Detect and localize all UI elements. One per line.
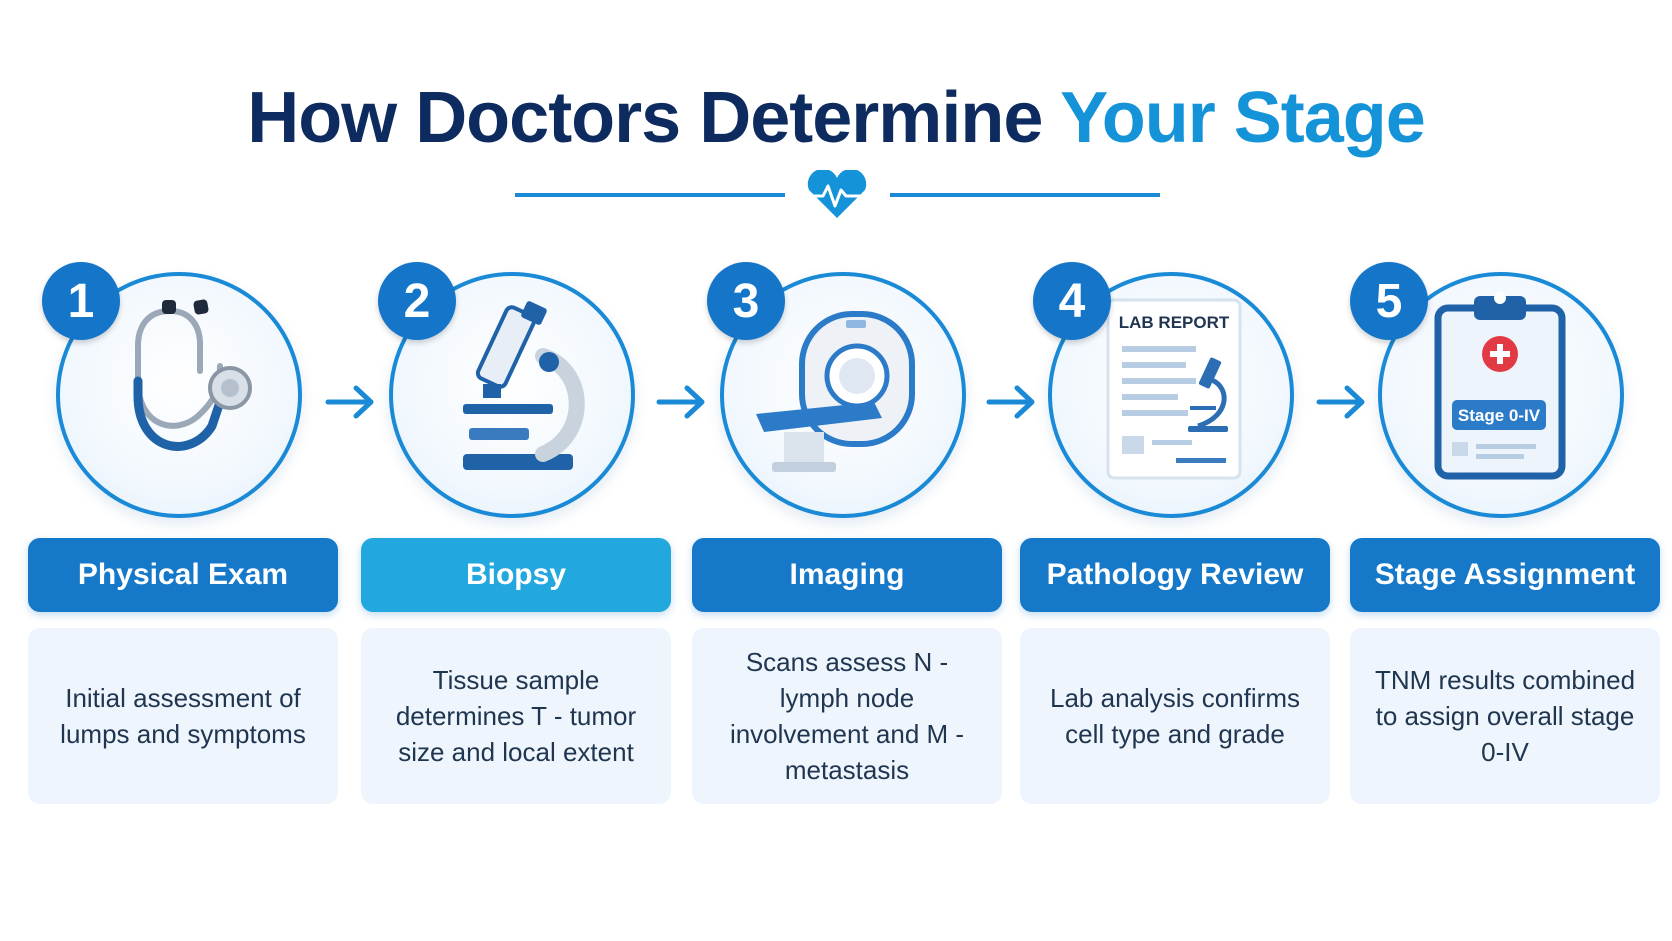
- step-5-number: 5: [1350, 262, 1428, 340]
- arrow-right-icon: [986, 385, 1035, 419]
- ct-scanner-icon: [756, 311, 915, 472]
- step-5-description: TNM results combined to assign overall s…: [1350, 628, 1660, 804]
- step-1-number: 1: [42, 262, 120, 340]
- step-5-label[interactable]: Stage Assignment: [1350, 538, 1660, 612]
- step-4-label[interactable]: Pathology Review: [1020, 538, 1330, 612]
- arrow-right-icon: [656, 385, 705, 419]
- step-4-circle: LAB REPORT: [1048, 272, 1294, 518]
- title-divider: [515, 170, 1160, 218]
- page-title: How Doctors Determine Your Stage: [0, 70, 1672, 166]
- step-biopsy: 2 Biopsy Tissue sample determines T - tu…: [361, 0, 671, 941]
- step-pathology-review: LAB REPORT 4 Pathology Review Lab analys…: [1020, 0, 1330, 941]
- step-physical-exam: 1 Physical Exam Initial assessment of lu…: [28, 0, 338, 941]
- step-2-description: Tissue sample determines T - tumor size …: [361, 628, 671, 804]
- step-4-number: 4: [1033, 262, 1111, 340]
- step-3-description: Scans assess N - lymph node involvement …: [692, 628, 1002, 804]
- step-2-number: 2: [378, 262, 456, 340]
- stage-badge-text: Stage 0-IV: [1458, 406, 1541, 425]
- step-3-number: 3: [707, 262, 785, 340]
- step-1-label[interactable]: Physical Exam: [28, 538, 338, 612]
- microscope-icon: [463, 301, 585, 470]
- heart-pulse-icon: [807, 170, 867, 218]
- arrow-right-icon: [325, 385, 374, 419]
- step-1-description: Initial assessment of lumps and symptoms: [28, 628, 338, 804]
- step-imaging: 3 Imaging Scans assess N - lymph node in…: [692, 0, 1002, 941]
- arrow-right-icon: [1316, 385, 1365, 419]
- step-stage-assignment: Stage 0-IV 5 Stage Assignment TNM result…: [1350, 0, 1660, 941]
- step-2-label[interactable]: Biopsy: [361, 538, 671, 612]
- step-3-label[interactable]: Imaging: [692, 538, 1002, 612]
- stethoscope-icon: [133, 299, 252, 451]
- title-accent: Your Stage: [1060, 78, 1426, 158]
- clipboard-icon: Stage 0-IV: [1434, 292, 1566, 480]
- step-4-description: Lab analysis confirms cell type and grad…: [1020, 628, 1330, 804]
- lab-report-text: LAB REPORT: [1119, 313, 1230, 332]
- title-main: How Doctors Determine: [247, 78, 1061, 158]
- lab-report-icon: LAB REPORT: [1106, 298, 1242, 480]
